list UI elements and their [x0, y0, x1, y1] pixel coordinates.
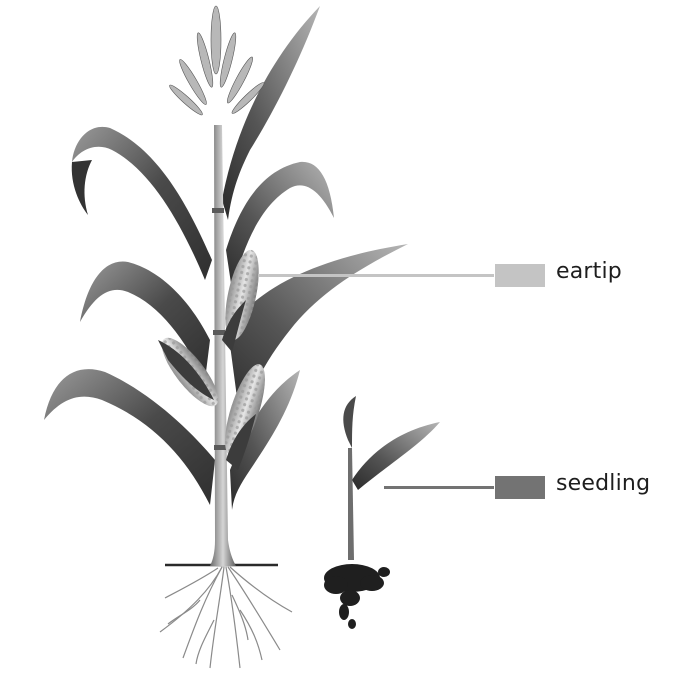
leaf-lower-left	[44, 369, 215, 505]
corn-ear-right	[225, 364, 265, 470]
seedling-soil-clump	[324, 564, 390, 629]
leaf-mid-left	[80, 261, 210, 380]
seedling-leader-line	[384, 486, 494, 489]
leaf-upper-right	[226, 161, 334, 290]
eartip-label: eartip	[556, 259, 622, 284]
main-stalk	[210, 125, 236, 566]
eartip-leader-line	[258, 274, 494, 277]
seedling-plant	[324, 396, 440, 629]
tassel	[169, 5, 265, 116]
seedling-label: seedling	[556, 471, 651, 496]
leaf-lower-right	[230, 370, 300, 510]
seedling-swatch	[495, 476, 545, 499]
leaf-top-right	[222, 6, 320, 220]
corn-ear-top	[222, 249, 259, 352]
leaf-upper-left	[72, 126, 212, 280]
corn-ear-left	[158, 337, 219, 407]
eartip-swatch	[495, 264, 545, 287]
root-system	[159, 566, 293, 669]
